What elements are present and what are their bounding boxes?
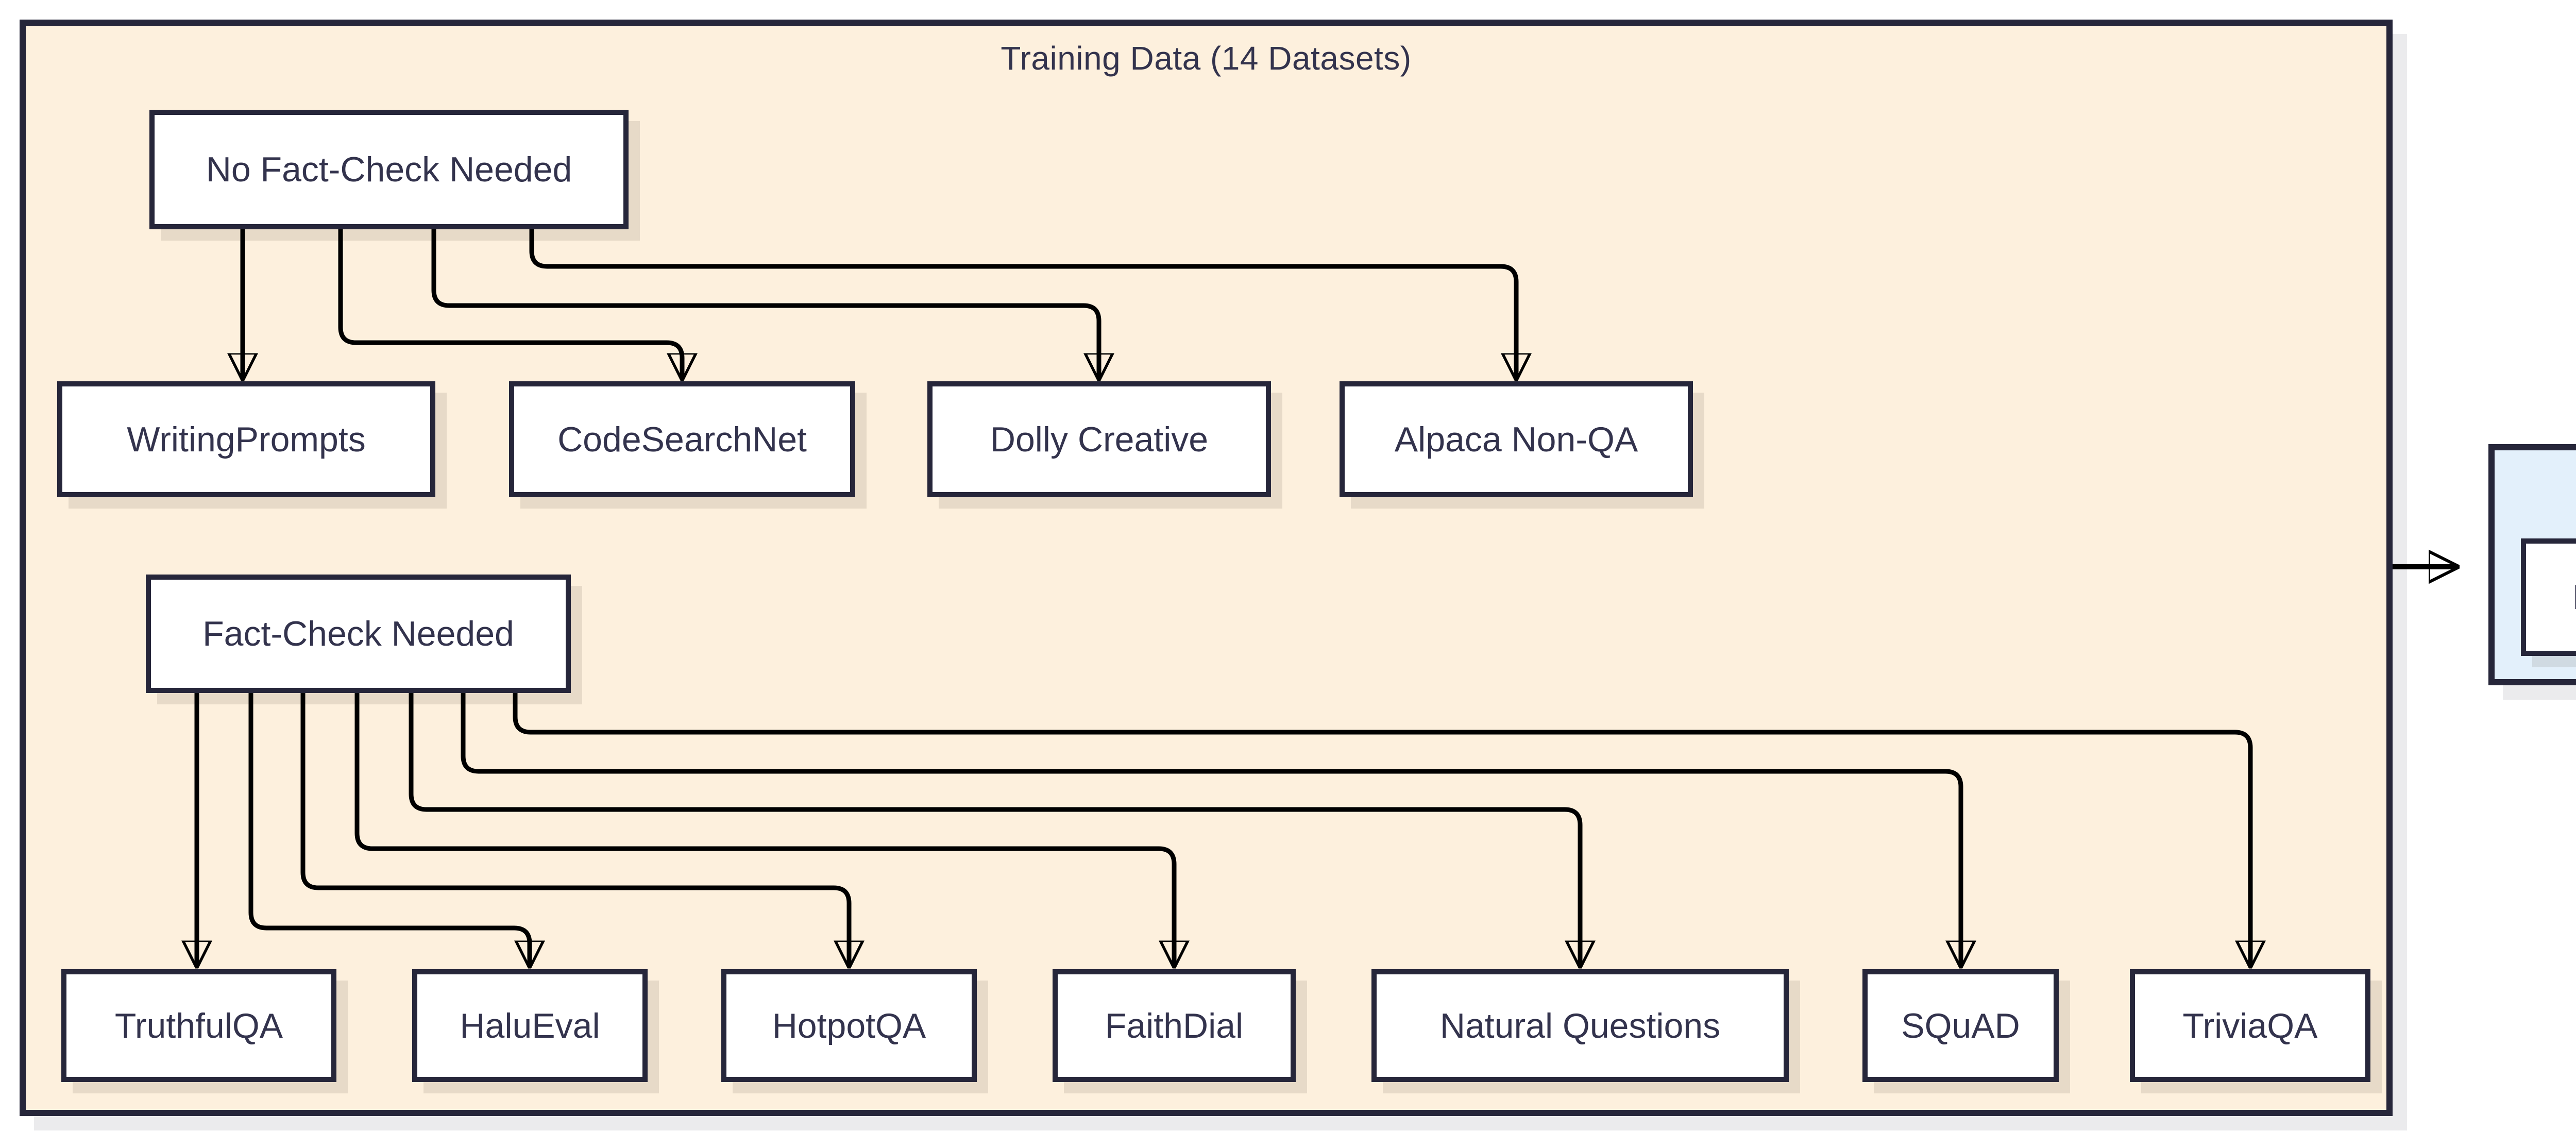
node-truthfulqa: TruthfulQA: [61, 969, 336, 1082]
node-natural-questions: Natural Questions: [1371, 969, 1789, 1082]
node-fact-check-needed: Fact-Check Needed: [146, 575, 571, 693]
node-codesearchnet: CodeSearchNet: [509, 381, 855, 497]
node-halueval: HaluEval: [412, 969, 648, 1082]
node-modernbert-base: ModernBERT Base: [2521, 538, 2576, 656]
node-dolly-creative: Dolly Creative: [927, 381, 1271, 497]
training-data-title: Training Data (14 Datasets): [1001, 40, 1412, 77]
node-squad: SQuAD: [1862, 969, 2059, 1082]
node-alpaca-non-qa: Alpaca Non-QA: [1340, 381, 1693, 497]
node-faithdial: FaithDial: [1053, 969, 1296, 1082]
halugate-sentinel-title: HaluGate Sentinel: [2495, 464, 2576, 502]
node-triviaqa: TriviaQA: [2130, 969, 2370, 1082]
node-no-fact-check-needed: No Fact-Check Needed: [149, 110, 629, 229]
node-writingprompts: WritingPrompts: [57, 381, 435, 497]
node-hotpotqa: HotpotQA: [721, 969, 977, 1082]
